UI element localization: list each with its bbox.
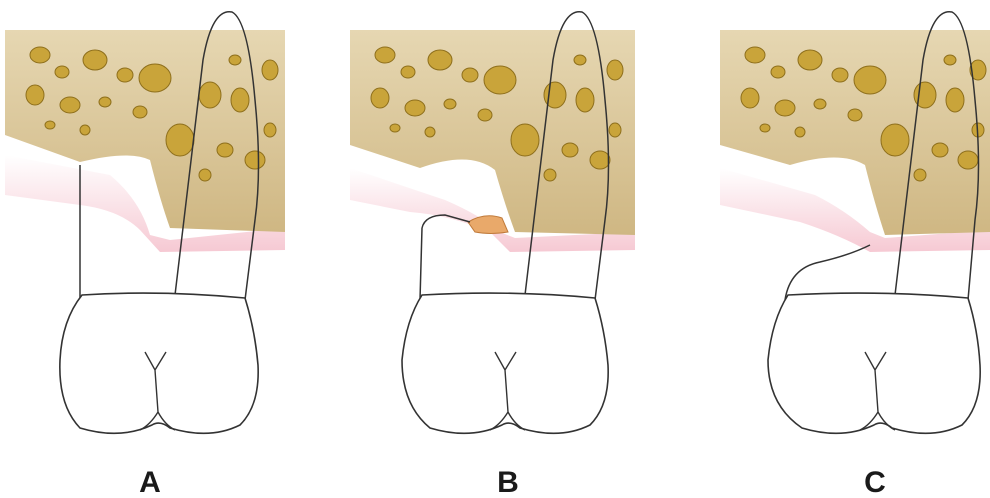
panel-label-b: B: [497, 466, 519, 498]
panel-label-a: A: [139, 466, 161, 498]
panel-label-c: C: [864, 466, 886, 498]
panel-c: C: [720, 12, 990, 498]
tooth-crown: [768, 293, 980, 433]
panel-b: B: [350, 12, 635, 498]
tooth-crown: [402, 293, 608, 433]
panel-a: A: [5, 12, 285, 498]
